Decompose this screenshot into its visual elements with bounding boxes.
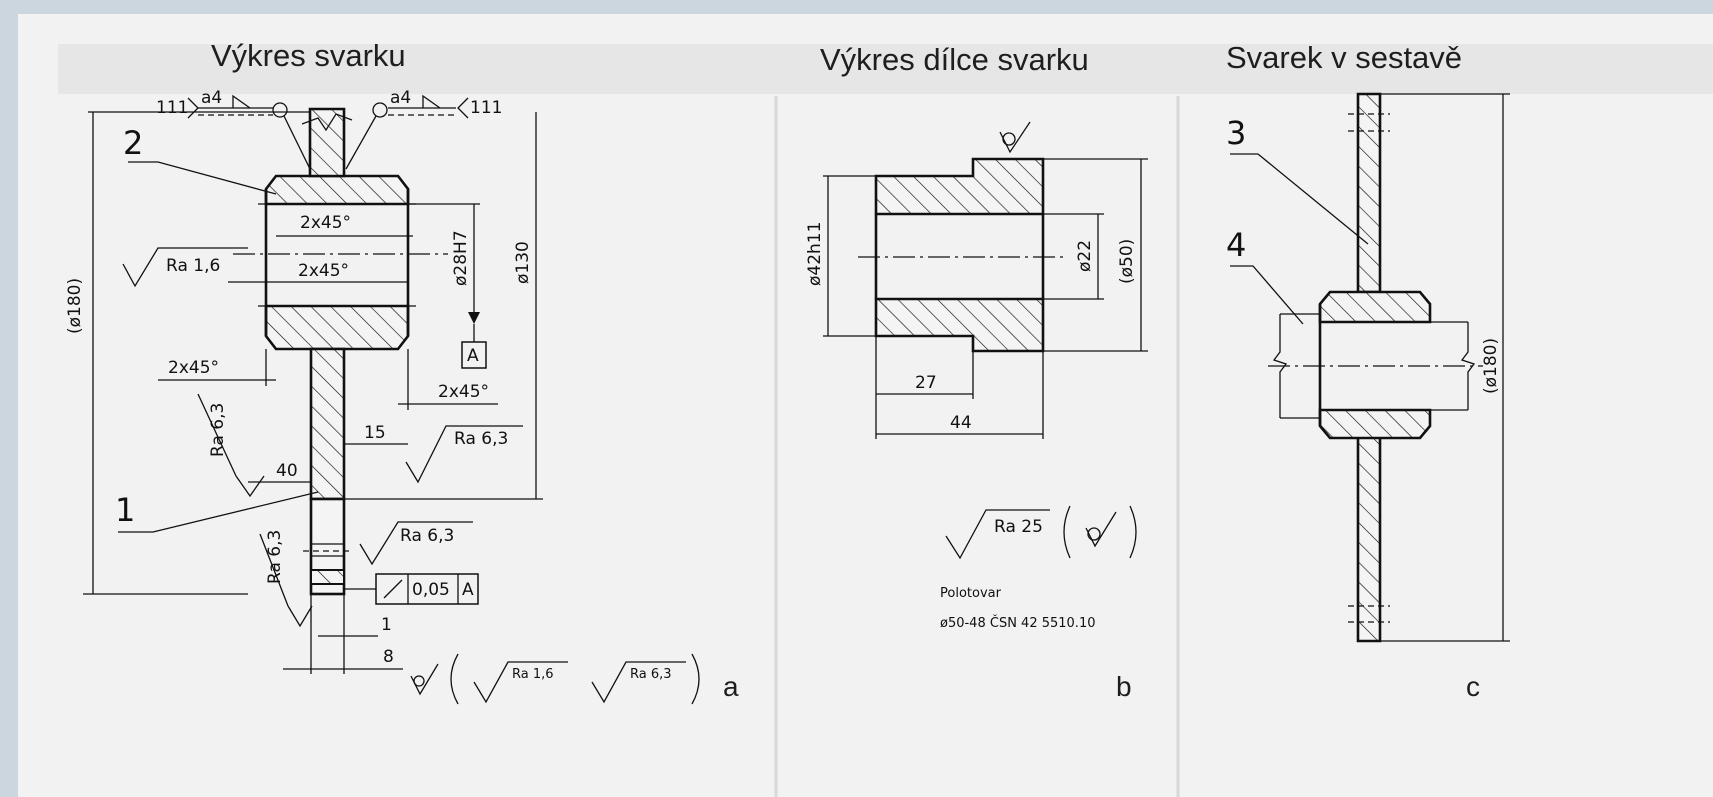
roughness-ra63-left-upper: Ra 6,3 <box>197 393 265 498</box>
dim-len-8: 8 <box>383 647 394 667</box>
dim-d50: (ø50) <box>1117 239 1137 284</box>
assembly-hub-bottom <box>1318 408 1432 440</box>
blank-top-section <box>874 157 1045 216</box>
part-number-3: 3 <box>1226 114 1246 152</box>
svg-text:Ra 6,3: Ra 6,3 <box>265 530 285 584</box>
assembly-disc-bottom <box>1356 424 1382 643</box>
dim-d42h11: ø42h11 <box>805 222 825 286</box>
panel-b-letter: b <box>1116 671 1132 702</box>
svg-text:Ra 1,6: Ra 1,6 <box>512 667 554 682</box>
assembly-hub-top <box>1318 290 1432 324</box>
roughness-ra25: Ra 25 <box>945 505 1137 560</box>
panel-c-letter: c <box>1466 671 1480 702</box>
dim-chamfer-3: 2x45° <box>168 358 219 378</box>
drawing-sheet: Výkres svarku Výkres dílce svarku Svarek… <box>18 14 1713 797</box>
panel-b-title: Výkres dílce svarku <box>820 42 1089 77</box>
dim-chamfer-4: 2x45° <box>438 382 489 402</box>
panel-c-title: Svarek v sestavě <box>1226 40 1462 75</box>
dim-len-40: 40 <box>276 461 298 481</box>
header-band <box>58 44 1713 94</box>
dim-d180: (ø180) <box>65 278 85 334</box>
blank-bottom-section <box>874 297 1045 353</box>
disc-stub-top <box>308 107 346 178</box>
part-number-4: 4 <box>1226 226 1246 264</box>
weld-left-process: 111 <box>156 98 188 118</box>
roughness-ra63-plate: Ra 6,3 <box>359 521 473 566</box>
svg-text:Ra 6,3: Ra 6,3 <box>400 526 454 546</box>
panel-a: 111 a4 111 a4 2 1 (ø180) ø130 <box>65 88 739 705</box>
svg-text:Ra 6,3: Ra 6,3 <box>454 429 508 449</box>
dim-len-15: 15 <box>364 423 386 443</box>
hub-top-section <box>264 174 410 206</box>
hub-bottom-section <box>264 304 410 351</box>
svg-text:Ra 6,3: Ra 6,3 <box>630 667 672 682</box>
dim-d22: ø22 <box>1075 240 1095 272</box>
svg-text:Ra 25: Ra 25 <box>994 517 1043 537</box>
panel-b: ø42h11 ø22 (ø50) 27 44 Ra 25 Polotovar ø… <box>805 121 1148 702</box>
plate-section <box>309 347 346 501</box>
dim-len-27: 27 <box>915 373 937 393</box>
dim-d180-assembly: (ø180) <box>1481 338 1501 394</box>
weld-right-process: 111 <box>470 98 502 118</box>
dim-d28h7: ø28H7 <box>451 230 471 286</box>
weld-symbol-right: 111 a4 <box>345 88 502 170</box>
dim-chamfer-1: 2x45° <box>300 213 351 233</box>
blank-note-title: Polotovar <box>940 586 1002 601</box>
svg-text:A: A <box>462 580 474 600</box>
dim-len-1: 1 <box>381 615 392 635</box>
dim-d130: ø130 <box>513 241 533 284</box>
panel-a-letter: a <box>723 671 739 702</box>
panel-c: 3 4 (ø180) c <box>1226 92 1510 702</box>
svg-text:Ra 6,3: Ra 6,3 <box>208 403 228 457</box>
roughness-ra63-left-lower: Ra 6,3 <box>259 530 313 628</box>
weld-symbol-left: 111 a4 <box>156 88 311 170</box>
part-number-2: 2 <box>123 124 143 162</box>
blank-note-spec: ø50-48 ČSN 42 5510.10 <box>940 615 1095 631</box>
svg-text:Ra 1,6: Ra 1,6 <box>166 256 220 276</box>
panel-a-title: Výkres svarku <box>211 38 406 73</box>
assembly-disc-top <box>1356 92 1382 294</box>
datum-a: A <box>467 346 479 366</box>
dim-chamfer-2: 2x45° <box>298 261 349 281</box>
roughness-ra16-hub: Ra 1,6 <box>122 247 248 288</box>
weldment-drawing: Výkres svarku Výkres dílce svarku Svarek… <box>58 38 1713 797</box>
tolerance-frame: 0,05 A <box>344 573 479 605</box>
general-roughness-a: Ra 1,6 Ra 6,3 <box>410 653 700 705</box>
roughness-ra63-right: Ra 6,3 <box>405 425 523 484</box>
part-number-1: 1 <box>115 491 135 529</box>
weld-left-size: a4 <box>201 88 222 108</box>
weld-right-size: a4 <box>390 88 411 108</box>
dim-len-44: 44 <box>950 413 972 433</box>
svg-text:0,05: 0,05 <box>412 580 450 600</box>
